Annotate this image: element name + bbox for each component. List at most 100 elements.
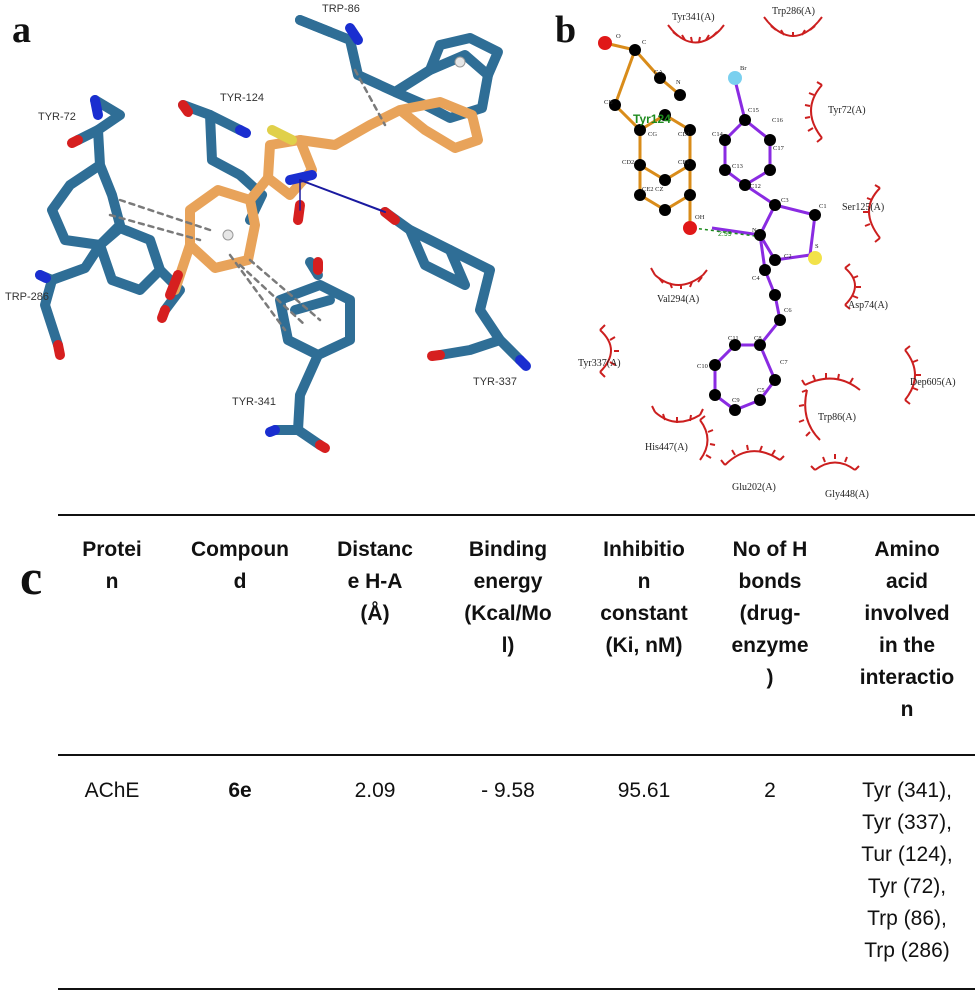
- oxygen-atom-oh: [683, 221, 697, 235]
- header-line: e H-A: [347, 570, 403, 593]
- panel-b-letter: b: [555, 9, 577, 51]
- table-header-rule: [58, 754, 975, 756]
- header-line: Binding: [468, 538, 548, 561]
- label-tyr124: TYR-124: [220, 92, 264, 104]
- protein-residue-sticks: [35, 15, 525, 450]
- atom-o: O: [616, 33, 621, 40]
- atom-s: S: [815, 243, 819, 250]
- res-asp74: Asp74(A): [848, 300, 888, 311]
- atom-c17: C17: [773, 145, 785, 152]
- atom-n-top: N: [676, 79, 681, 86]
- res-trp86: Trp86(A): [818, 412, 856, 423]
- atom-ce1: CE1: [678, 159, 690, 166]
- res-tyr341: Tyr341(A): [672, 12, 715, 23]
- amino-acid-line: Trp (286): [864, 939, 950, 962]
- res-val294: Val294(A): [657, 294, 699, 305]
- header-line: Amino: [874, 538, 940, 561]
- cell-protein: AChE: [84, 779, 140, 802]
- header-line: No of H: [732, 538, 808, 561]
- atom-c: C: [642, 39, 646, 46]
- res-tyr72: Tyr72(A): [828, 105, 866, 116]
- atom-cd2: CD2: [622, 159, 634, 166]
- header-line: (Ki, nM): [605, 634, 683, 657]
- atom-c3: C3: [781, 197, 789, 204]
- cell-compound: 6e: [228, 779, 252, 802]
- atom-c12: C12: [750, 183, 761, 190]
- res-his447: His447(A): [645, 442, 688, 453]
- ligand-atoms: [709, 114, 821, 416]
- header-line: in the: [879, 634, 935, 657]
- header-line: acid: [885, 570, 929, 593]
- header-line: (drug-: [739, 602, 801, 625]
- panel-a-docking-figure: TRP-86 TYR-124 TYR-72 TRP-286 TYR-341 TY…: [5, 3, 531, 453]
- sulfur-atom: [808, 251, 822, 265]
- atom-br: Br: [740, 65, 747, 72]
- header-distance: Distanc e H-A (Å): [320, 534, 430, 630]
- table-bottom-rule: [58, 988, 975, 990]
- atom-c6: C6: [784, 307, 792, 314]
- ligand-sticks: [170, 97, 483, 295]
- res-ser125: Ser125(A): [842, 202, 884, 213]
- header-compound: Compoun d: [185, 534, 295, 598]
- label-trp86: TRP-86: [322, 3, 360, 15]
- header-line: energy: [473, 570, 543, 593]
- label-tyr337: TYR-337: [473, 376, 517, 388]
- cell-inhibition-constant: 95.61: [617, 779, 671, 802]
- res-glu202: Glu202(A): [732, 482, 776, 493]
- amino-acid-line: Tyr (341),: [862, 779, 952, 802]
- header-line: (Kcal/Mo: [464, 602, 552, 625]
- label-tyr72: TYR-72: [38, 111, 76, 123]
- atom-c15: C15: [748, 107, 759, 114]
- ligand-bonds: [711, 79, 817, 412]
- header-protein: Protei n: [62, 534, 162, 598]
- header-line: n: [105, 570, 119, 593]
- cell-binding-energy: - 9.58: [481, 779, 535, 802]
- atom-c11: C11: [728, 335, 739, 342]
- header-line: n: [637, 570, 651, 593]
- header-line: involved: [864, 602, 950, 625]
- header-line: interactio: [859, 666, 955, 689]
- header-line: n: [900, 698, 914, 721]
- res-gly448: Gly448(A): [825, 489, 869, 500]
- amino-acid-line: Tur (124),: [861, 843, 953, 866]
- interaction-dashes: [108, 68, 387, 332]
- atom-n-lig: N: [752, 227, 757, 234]
- header-line: ): [766, 666, 774, 689]
- res-tyr337: Tyr337(A): [578, 358, 621, 369]
- atom-c14: C14: [712, 131, 724, 138]
- res-trp286: Trp286(A): [772, 6, 815, 17]
- hbond-dashes: [692, 227, 756, 237]
- amino-acid-line: Tyr (72),: [867, 875, 947, 898]
- panel-a-letter: a: [12, 9, 31, 51]
- header-binding-energy: Binding energy (Kcal/Mo l): [448, 534, 568, 662]
- atom-c5: C5: [757, 387, 765, 394]
- atom-ca: CA: [654, 69, 663, 76]
- header-line: l): [501, 634, 515, 657]
- cell-h-bonds: 2: [764, 779, 776, 802]
- header-line: d: [233, 570, 247, 593]
- atom-c16: C16: [772, 117, 784, 124]
- label-trp286: TRP-286: [5, 291, 49, 303]
- table-top-rule: [58, 514, 975, 516]
- panel-b-interaction-diagram: Tyr341(A) Trp286(A) Tyr72(A) Ser125(A) A…: [578, 6, 956, 500]
- atom-c7: C7: [780, 359, 788, 366]
- atom-c4: C4: [752, 275, 760, 282]
- header-line: Distanc: [337, 538, 413, 561]
- header-h-bonds: No of H bonds (drug-enzyme): [715, 534, 825, 694]
- header-line: Compoun: [191, 538, 289, 561]
- cell-distance: 2.09: [354, 779, 396, 802]
- atom-c1: C1: [819, 203, 827, 210]
- panel-c-letter: c: [20, 549, 43, 605]
- header-line: (Å): [360, 602, 390, 625]
- header-line: bonds: [738, 570, 802, 593]
- amino-acid-line: Trp (86),: [867, 907, 947, 930]
- header-line: constant: [600, 602, 688, 625]
- label-tyr341: TYR-341: [232, 396, 276, 408]
- header-line: Protei: [82, 538, 142, 561]
- header-line: enzyme: [731, 634, 809, 657]
- atom-cb: CB: [604, 99, 613, 106]
- hydrophobic-arcs: [599, 16, 921, 471]
- atom-ce2cz: CE2 CZ: [642, 186, 664, 193]
- header-line: Inhibitio: [603, 538, 685, 561]
- oxygen-atom-top: [598, 36, 612, 50]
